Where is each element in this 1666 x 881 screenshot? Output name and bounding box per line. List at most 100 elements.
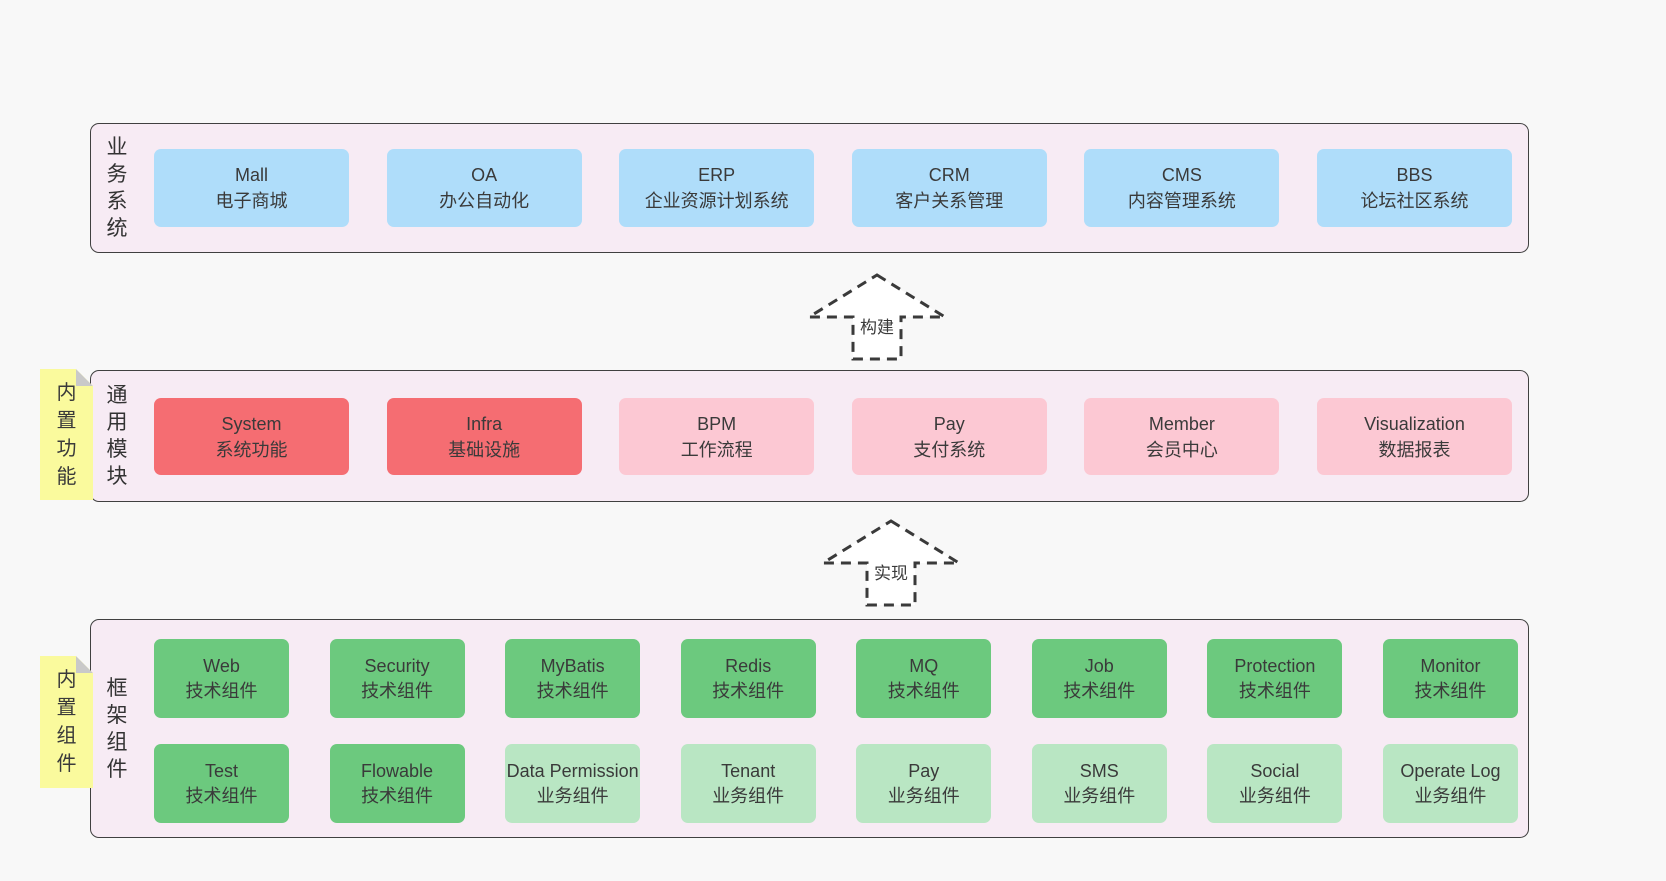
box-monitor: Monitor 技术组件 (1382, 639, 1518, 718)
box-system: System 系统功能 (154, 398, 349, 475)
box-subtitle: 办公自动化 (439, 191, 530, 211)
box-oa: OA 办公自动化 (386, 149, 582, 227)
box-subtitle: 技术组件 (887, 680, 960, 701)
box-subtitle: 会员中心 (1145, 439, 1218, 460)
box-mybatis: MyBatis 技术组件 (505, 639, 641, 718)
sticky-label: 内置组件 (56, 669, 77, 775)
arrow-build: 构建 (806, 272, 948, 362)
common-modules-row: System 系统功能 Infra 基础设施 BPM 工作流程 Pay 支付系统… (154, 398, 1512, 475)
box-subtitle: 业务组件 (887, 785, 960, 806)
box-title: Data Permission (506, 760, 639, 781)
box-subtitle: 系统功能 (215, 439, 288, 460)
box-erp: ERP 企业资源计划系统 (619, 149, 815, 227)
box-subtitle: 技术组件 (712, 680, 785, 701)
box-subtitle: 电子商城 (215, 191, 288, 211)
box-subtitle: 技术组件 (1238, 680, 1311, 701)
box-subtitle: 数据报表 (1378, 439, 1451, 460)
box-title: Infra (466, 413, 503, 434)
box-title: Member (1148, 413, 1215, 434)
layer-common-modules: 通用模块 System 系统功能 Infra 基础设施 BPM 工作流程 Pay… (90, 370, 1529, 502)
box-subtitle: 客户关系管理 (895, 191, 1004, 211)
sticky-built-in-components: 内置组件 (40, 656, 93, 788)
arrow-build-label: 构建 (857, 317, 897, 339)
box-subtitle: 技术组件 (1414, 680, 1487, 701)
box-infra: Infra 基础设施 (386, 398, 582, 475)
box-subtitle: 业务组件 (712, 785, 785, 806)
box-subtitle: 技术组件 (185, 680, 258, 701)
framework-row-1: Web 技术组件 Security 技术组件 MyBatis 技术组件 Redi… (154, 639, 1518, 718)
arrow-implement-label: 实现 (871, 563, 911, 585)
box-subtitle: 技术组件 (361, 680, 434, 701)
box-bbs: BBS 论坛社区系统 (1316, 149, 1512, 227)
box-title: Job (1084, 655, 1114, 676)
box-job: Job 技术组件 (1031, 639, 1167, 718)
box-social: Social 业务组件 (1207, 744, 1343, 823)
box-subtitle: 技术组件 (536, 680, 609, 701)
arrow-implement: 实现 (820, 518, 962, 608)
box-subtitle: 业务组件 (1063, 785, 1136, 806)
box-title: BPM (697, 413, 737, 434)
box-subtitle: 论坛社区系统 (1360, 191, 1469, 211)
box-security: Security 技术组件 (329, 639, 465, 718)
box-flowable: Flowable 技术组件 (329, 744, 465, 823)
box-title: Tenant (721, 760, 776, 781)
box-cms: CMS 内容管理系统 (1084, 149, 1280, 227)
box-protection: Protection 技术组件 (1207, 639, 1343, 718)
layer-label-modules: 通用模块 (106, 384, 128, 488)
box-pay-business: Pay 业务组件 (856, 744, 992, 823)
box-title: Pay (908, 760, 940, 781)
framework-row-2: Test 技术组件 Flowable 技术组件 Data Permission … (154, 744, 1518, 823)
box-data-permission: Data Permission 业务组件 (505, 744, 641, 823)
box-title: System (221, 413, 282, 434)
sticky-label: 内置功能 (56, 381, 77, 488)
box-subtitle: 业务组件 (1238, 785, 1311, 806)
box-subtitle: 技术组件 (185, 785, 258, 806)
box-operate-log: Operate Log 业务组件 (1382, 744, 1518, 823)
sticky-built-in-features: 内置功能 (40, 369, 93, 500)
box-web: Web 技术组件 (154, 639, 289, 718)
box-tenant: Tenant 业务组件 (680, 744, 816, 823)
box-title: Mall (234, 165, 268, 185)
box-sms: SMS 业务组件 (1031, 744, 1167, 823)
box-title: OA (471, 165, 498, 185)
box-mq: MQ 技术组件 (856, 639, 992, 718)
box-title: MQ (909, 655, 939, 676)
box-title: Redis (725, 655, 772, 676)
box-subtitle: 基础设施 (448, 439, 521, 460)
layer-label-business: 业务系统 (106, 136, 128, 240)
box-title: BBS (1396, 165, 1433, 185)
box-test: Test 技术组件 (154, 744, 289, 823)
box-title: Monitor (1420, 655, 1481, 676)
box-visualization: Visualization 数据报表 (1316, 398, 1512, 475)
box-title: Flowable (361, 760, 434, 781)
box-mall: Mall 电子商城 (154, 149, 349, 227)
box-title: Operate Log (1400, 760, 1501, 781)
box-subtitle: 工作流程 (680, 439, 753, 460)
layer-framework-components: 框架组件 Web 技术组件 Security 技术组件 MyBatis 技术组件… (90, 619, 1529, 838)
box-title: Test (204, 760, 238, 781)
box-title: Visualization (1364, 413, 1465, 434)
box-subtitle: 业务组件 (1414, 785, 1487, 806)
box-title: SMS (1079, 760, 1119, 781)
layer-label-framework: 框架组件 (106, 676, 128, 781)
box-title: MyBatis (540, 655, 605, 676)
box-title: Pay (933, 413, 965, 434)
box-subtitle: 支付系统 (913, 439, 986, 460)
box-subtitle: 技术组件 (361, 785, 434, 806)
box-title: Social (1250, 760, 1300, 781)
box-redis: Redis 技术组件 (680, 639, 816, 718)
box-pay: Pay 支付系统 (851, 398, 1047, 475)
box-title: Security (364, 655, 430, 676)
box-member: Member 会员中心 (1084, 398, 1280, 475)
box-title: CRM (928, 165, 970, 185)
box-subtitle: 企业资源计划系统 (644, 191, 789, 211)
box-bpm: BPM 工作流程 (619, 398, 815, 475)
business-systems-row: Mall 电子商城 OA 办公自动化 ERP 企业资源计划系统 CRM 客户关系… (154, 149, 1512, 227)
layer-business-systems: 业务系统 Mall 电子商城 OA 办公自动化 ERP 企业资源计划系统 CRM… (90, 123, 1529, 253)
box-title: Protection (1234, 655, 1316, 676)
box-subtitle: 技术组件 (1063, 680, 1136, 701)
box-crm: CRM 客户关系管理 (851, 149, 1047, 227)
box-subtitle: 内容管理系统 (1127, 191, 1236, 211)
box-title: ERP (698, 165, 736, 185)
